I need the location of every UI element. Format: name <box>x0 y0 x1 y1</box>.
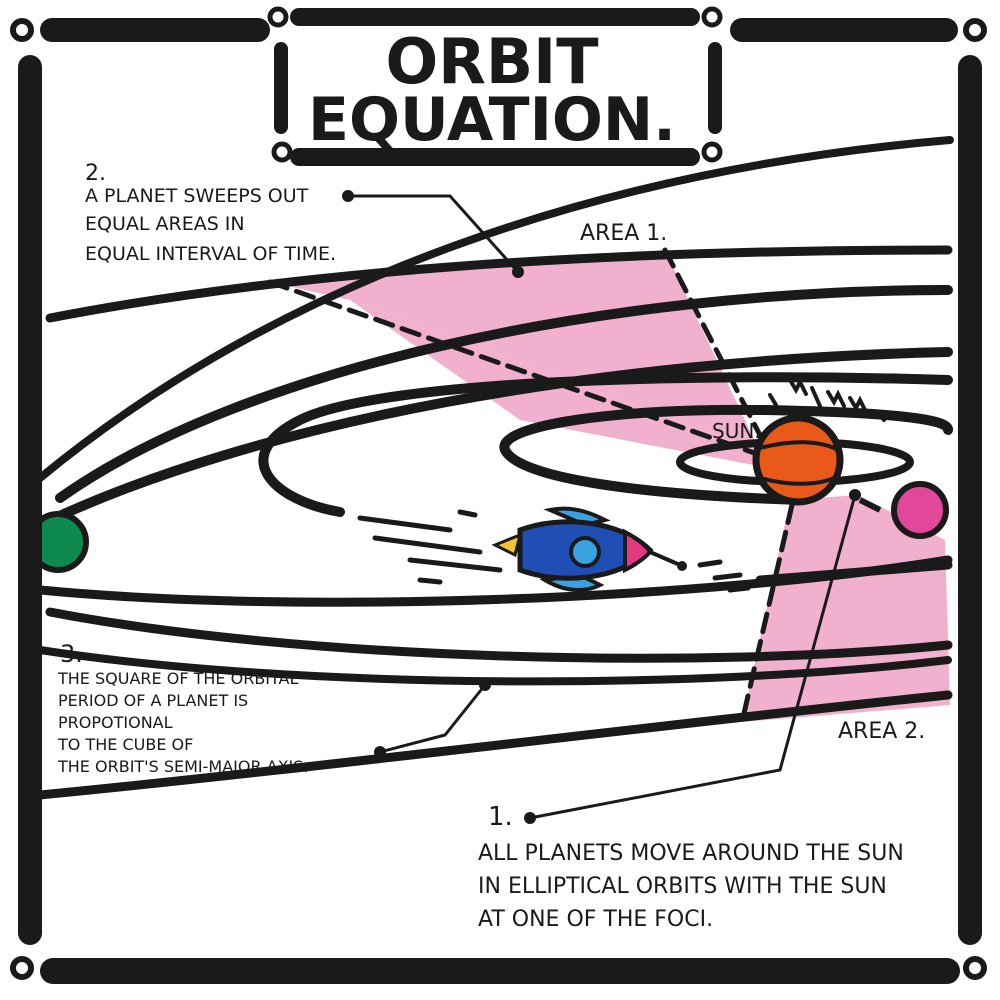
law-2-line: EQUAL INTERVAL OF TIME. <box>85 243 336 265</box>
area-2-label: AREA 2. <box>838 719 925 744</box>
title-line-1: ORBIT <box>385 25 598 98</box>
callout-lines <box>348 194 857 820</box>
area-1-boundary <box>662 247 768 448</box>
law-1-line: ALL PLANETS MOVE AROUND THE SUN <box>478 841 904 866</box>
callout-dots <box>342 190 861 824</box>
area-boundaries <box>267 247 795 725</box>
callout-pointer-law3 <box>379 684 487 754</box>
orbit-line <box>45 245 953 323</box>
sun-icon <box>676 377 914 506</box>
frame-border <box>18 18 982 984</box>
law-3-line: PERIOD OF A PLANET IS <box>58 691 248 710</box>
law-1-number: 1. <box>488 802 513 832</box>
law-2-block: 2. A PLANET SWEEPS OUT EQUAL AREAS IN EQ… <box>85 161 336 265</box>
law-3-block: 3. THE SQUARE OF THE ORBITAL PERIOD OF A… <box>57 640 309 776</box>
law-3-line: THE SQUARE OF THE ORBITAL <box>57 669 298 688</box>
area-1-region <box>270 250 760 452</box>
law-2-number: 2. <box>85 161 106 186</box>
planet-icon <box>858 481 949 539</box>
area-2-boundary <box>739 502 795 725</box>
orbit-line <box>499 404 953 505</box>
law-2-line: A PLANET SWEEPS OUT <box>85 185 309 207</box>
orbit-line <box>35 347 953 530</box>
law-3-line: THE ORBIT'S SEMI-MAJOR AXIS. <box>57 757 309 776</box>
law-2-line: EQUAL AREAS IN <box>85 213 245 235</box>
orbits <box>35 136 954 800</box>
orbit-line <box>36 136 954 482</box>
orbit-line <box>258 372 953 517</box>
orbit-line <box>755 560 953 585</box>
callout-pointer-law1 <box>529 494 857 820</box>
orbit-line <box>35 690 953 800</box>
rocket-icon <box>357 506 751 593</box>
law-1-line: IN ELLIPTICAL ORBITS WITH THE SUN <box>478 874 887 899</box>
area-1-label: AREA 1. <box>580 221 667 246</box>
law-3-line: TO THE CUBE OF <box>57 735 193 754</box>
sun-label: SUN. <box>712 419 761 443</box>
orbit-line <box>36 646 952 686</box>
orbit-line <box>45 607 953 663</box>
title-line-2: EQUATION. <box>308 85 676 155</box>
title-plate <box>267 6 723 166</box>
orbit-line <box>55 285 953 503</box>
law-3-number: 3. <box>60 640 83 668</box>
law-1-line: AT ONE OF THE FOCI. <box>478 907 713 932</box>
callout-pointer-law2 <box>348 194 520 274</box>
area-1-boundary <box>267 279 763 458</box>
law-1-block: 1. ALL PLANETS MOVE AROUND THE SUN IN EL… <box>478 802 904 932</box>
frame-corners <box>10 18 987 980</box>
law-3-line: PROPOTIONAL <box>58 713 173 732</box>
